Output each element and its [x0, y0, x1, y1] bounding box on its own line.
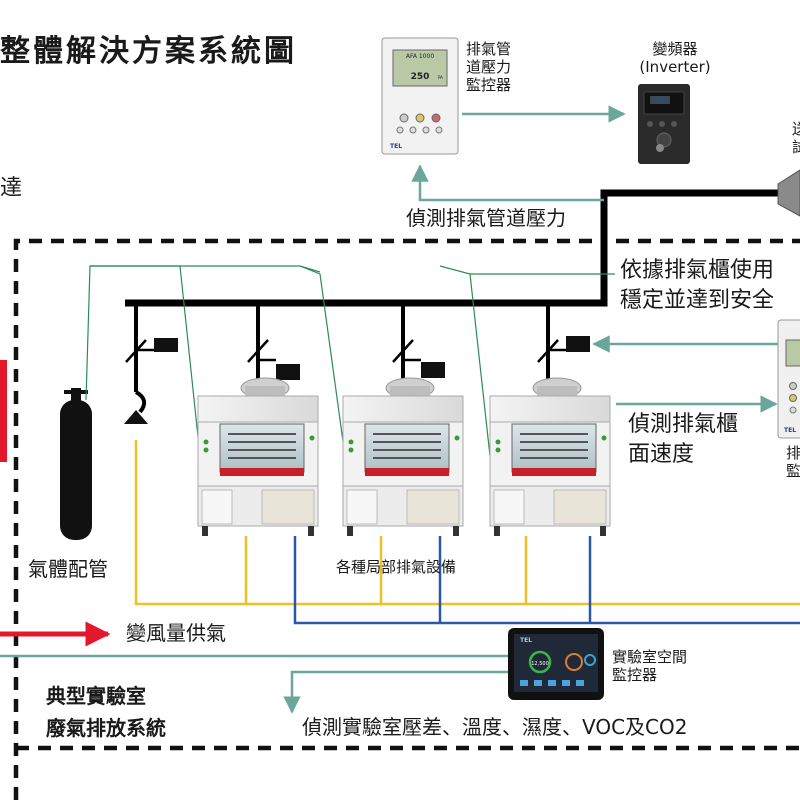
pipe-pressure-label-line2: 道壓力 — [466, 58, 512, 76]
variable-supply-label: 變風量供氣 — [126, 621, 226, 645]
inverter-label-en: (Inverter) — [639, 58, 711, 76]
snorkel-hood — [124, 410, 148, 424]
fan-label-partial: 送 試 — [792, 120, 800, 156]
fan-label-line2: 試 — [792, 138, 800, 156]
inverter-label: 變頻器 (Inverter) — [633, 40, 717, 76]
pipe-device-unit: PA — [438, 75, 443, 80]
detect-room-label: 偵測實驗室壓差、溫度、濕度、VOC及CO2 — [302, 715, 688, 739]
fan-label-line1: 送 — [792, 120, 800, 138]
face-velocity-line2: 面速度 — [628, 442, 695, 467]
pipe-pressure-label-line1: 排氣管 — [466, 40, 512, 58]
edge-partial-text: 達 — [0, 176, 23, 201]
room-controller-label: 實驗室空間 監控器 — [612, 648, 687, 684]
fv-device-line2: 監 — [786, 462, 800, 480]
room-device-value: 12,500 — [531, 661, 549, 667]
gas-piping-label: 氣體配管 — [28, 557, 108, 581]
usage-note: 依據排氣櫃使用 穩定並達到安全 — [620, 256, 774, 316]
exhaust-fan — [777, 169, 800, 217]
dampers — [125, 336, 590, 380]
tel-logo-right: TEL — [784, 427, 796, 434]
lab-system-line1: 典型實驗室 — [46, 684, 146, 708]
signal-pipe-pressure — [411, 164, 604, 202]
face-velocity-line1: 偵測排氣櫃 — [628, 412, 739, 437]
left-red-bar — [0, 360, 7, 462]
face-velocity-device-partial: 排 監 — [786, 444, 800, 480]
usage-note-line1: 依據排氣櫃使用 — [620, 258, 775, 283]
inverter-device — [638, 84, 690, 164]
pipe-pressure-monitor-label: 排氣管 道壓力 監控器 — [466, 40, 511, 94]
room-controller-device: TEL 12,500 — [508, 628, 604, 700]
fv-device-line1: 排 — [786, 444, 800, 462]
pipe-pressure-label-line3: 監控器 — [466, 76, 512, 94]
snorkel-arm — [134, 390, 147, 414]
room-device-logo: TEL — [520, 637, 532, 644]
inverter-label-zh: 變頻器 — [652, 40, 698, 58]
pipe-device-model: AFA 1000 — [406, 53, 434, 60]
room-controller-line2: 監控器 — [612, 666, 658, 684]
tel-logo: TEL — [390, 143, 402, 150]
face-velocity-label: 偵測排氣櫃 面速度 — [628, 410, 738, 470]
fume-hood-3 — [489, 377, 611, 537]
lab-boundary-dashed — [13, 238, 600, 800]
detect-pipe-pressure-label: 偵測排氣管道壓力 — [406, 206, 566, 230]
exhaust-main-pipe — [125, 189, 780, 307]
pipe-pressure-monitor-device: AFA 1000 250 PA TEL — [381, 37, 459, 155]
room-controller-line1: 實驗室空間 — [612, 648, 688, 666]
gas-cylinder — [60, 388, 92, 540]
pipe-device-reading: 250 — [411, 72, 430, 82]
local-exhaust-label: 各種局部排氣設備 — [336, 558, 457, 576]
fume-hood-1 — [197, 377, 319, 537]
page-title: 整體解決方案系統圖 — [0, 34, 297, 69]
blue-lines — [293, 536, 800, 625]
lab-system-line2: 廢氣排放系統 — [46, 716, 166, 740]
control-wires — [85, 265, 615, 457]
fume-hood-2 — [342, 377, 464, 537]
branch-pipes — [134, 303, 550, 392]
signal-room-detect — [283, 670, 508, 714]
face-velocity-monitor-device: TEL — [777, 319, 800, 439]
yellow-lines — [134, 440, 800, 606]
lab-system-label: 典型實驗室 廢氣排放系統 — [46, 680, 166, 744]
usage-note-line2: 穩定並達到安全 — [620, 288, 775, 313]
